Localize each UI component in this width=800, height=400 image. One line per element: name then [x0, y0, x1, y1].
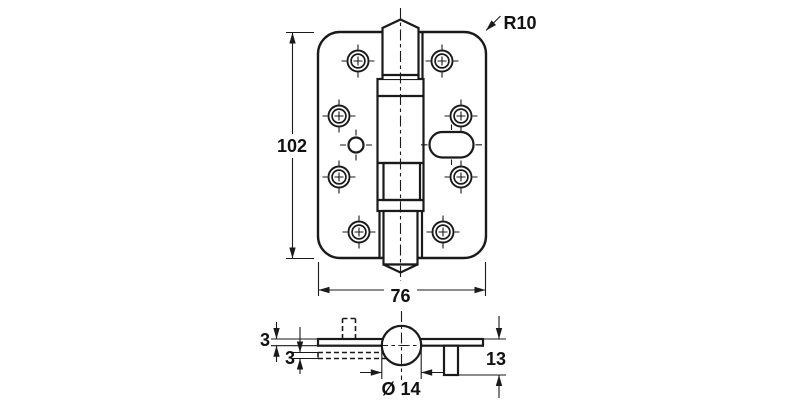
dimension-width: 76	[317, 262, 487, 306]
arrowhead-up	[273, 345, 280, 357]
arrowhead-right	[370, 369, 382, 376]
front-view	[316, 8, 488, 281]
dimension-label-knuckle-diameter: Ø 14	[381, 379, 420, 399]
dimension-label-second-leaf-thickness: 3	[285, 348, 295, 368]
arrowhead-left	[421, 369, 433, 376]
dimension-label-leaf-thickness: 3	[260, 330, 270, 350]
screw-hole	[321, 159, 357, 195]
arrowhead-down	[296, 341, 304, 353]
arrowhead-left	[318, 286, 330, 294]
screw-hole	[424, 43, 460, 79]
arrowhead-down	[495, 328, 503, 339]
hidden-stud	[341, 317, 357, 339]
slot-hole	[428, 130, 475, 159]
plate-inner-edges	[378, 33, 424, 257]
screw-hole	[341, 214, 377, 250]
left-leaf	[316, 337, 393, 347]
dimension-leaf-thickness: 3	[260, 322, 318, 362]
screw-hole	[443, 98, 479, 134]
knuckle-inset-segment	[382, 161, 422, 202]
dimension-height: 102	[277, 31, 314, 260]
leader-arrowhead	[486, 20, 496, 31]
arrowhead-down	[289, 247, 296, 259]
arrowhead-up	[495, 375, 503, 386]
extension-lines	[271, 338, 318, 347]
extension-lines	[458, 338, 506, 376]
dimension-stud-length: 13	[458, 316, 506, 398]
pin-top-cap	[381, 18, 420, 79]
security-stud-hole	[347, 136, 365, 154]
dimension-label-radius: R10	[504, 13, 537, 33]
hidden-leaf	[317, 351, 392, 360]
screw-hole	[425, 214, 461, 250]
arrowhead-down	[273, 328, 280, 339]
extension-lines	[293, 351, 318, 360]
dimension-label-stud-length: 13	[486, 349, 506, 369]
stud-hole-center-ticks	[340, 129, 372, 161]
arrowhead-right	[474, 286, 486, 294]
knuckle-centerlines	[377, 311, 426, 380]
profile-view	[316, 311, 485, 380]
screw-hole	[321, 98, 357, 134]
arrowhead-up	[289, 32, 296, 44]
extension-lines	[317, 262, 487, 296]
dimension-second-leaf-thickness: 3	[285, 327, 318, 374]
screw-hole	[443, 159, 479, 195]
dimension-label-height: 102	[277, 136, 307, 156]
security-stud	[442, 344, 460, 377]
dimension-label-width: 76	[390, 286, 410, 306]
arrowhead-up	[296, 358, 304, 370]
dimension-knuckle-diameter: Ø 14	[360, 350, 443, 399]
extension-lines	[381, 350, 422, 379]
callout-corner-radius: R10	[485, 13, 537, 33]
slot-center-ticks	[421, 124, 482, 165]
screw-hole	[340, 43, 376, 79]
extension-lines	[286, 31, 314, 260]
